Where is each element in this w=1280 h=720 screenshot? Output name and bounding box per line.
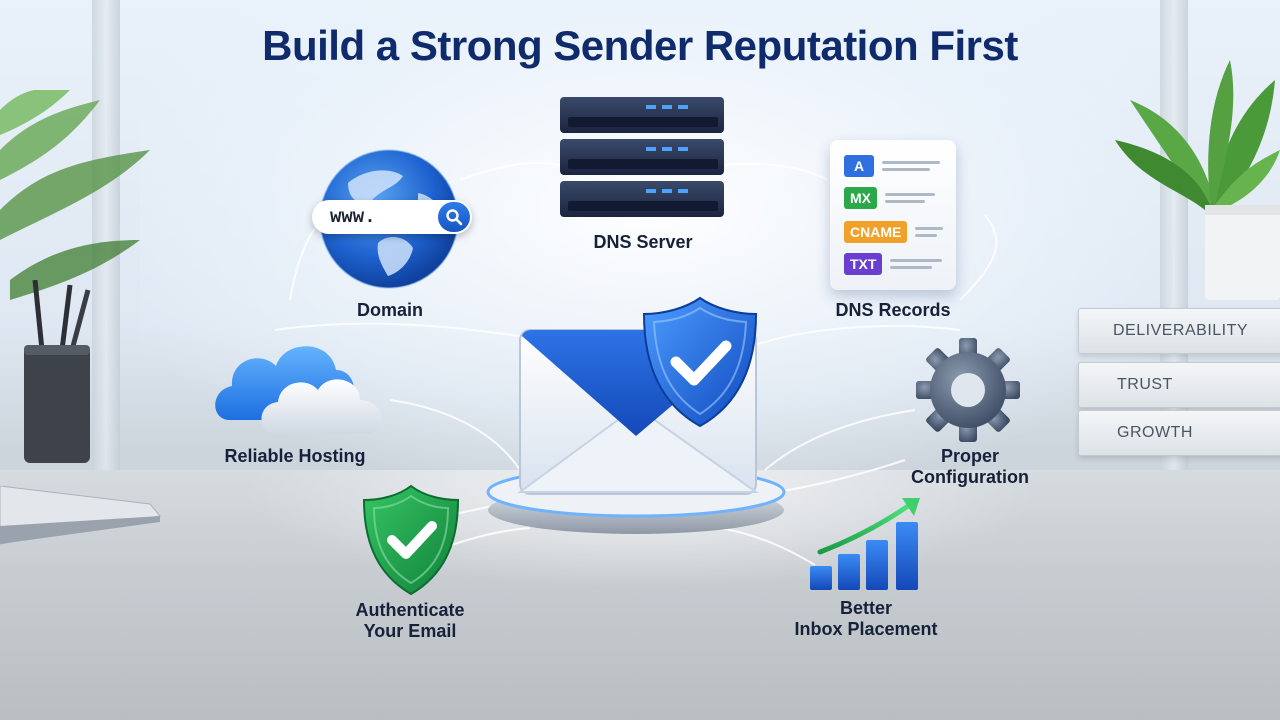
dns-record-txt: TXT <box>844 252 943 276</box>
dns-record-mx: MX <box>844 186 935 210</box>
gear-icon <box>916 338 1020 442</box>
page-title: Build a Strong Sender Reputation First <box>262 22 1018 69</box>
plant-right-icon <box>1115 60 1280 300</box>
laptop-icon <box>0 486 161 545</box>
proper-configuration-line1: Proper <box>940 446 1000 466</box>
inbox-placement-line2: Inbox Placement <box>794 619 938 639</box>
authenticate-line1: Authenticate <box>355 600 465 620</box>
reliable-hosting-label: Reliable Hosting <box>224 446 366 466</box>
dns-record-tag: MX <box>844 187 877 209</box>
dns-record-a: A <box>844 154 940 178</box>
window-pillar-left <box>92 0 120 470</box>
plant-left-icon <box>0 90 150 300</box>
proper-configuration-line2: Configuration <box>911 467 1029 487</box>
search-icon <box>438 202 470 232</box>
domain-search-bar: www. <box>312 200 472 234</box>
dns-record-tag: TXT <box>844 253 883 275</box>
green-shield-check-icon <box>362 484 460 596</box>
dns-record-cname: CNAME <box>844 220 944 244</box>
central-envelope-icon <box>486 296 786 534</box>
book-deliverability: DELIVERABILITY <box>1078 308 1280 354</box>
authenticate-email-label: Authenticate Your Email <box>330 600 490 642</box>
dns-record-tag: A <box>844 155 874 177</box>
inbox-placement-label: Better Inbox Placement <box>780 598 952 640</box>
dns-server-label: DNS Server <box>593 232 693 252</box>
book-growth: GROWTH <box>1078 410 1280 456</box>
domain-search-text: www. <box>330 206 376 228</box>
domain-label: Domain <box>356 300 423 320</box>
cloud-icon <box>215 346 382 434</box>
pen-holder-icon <box>24 280 91 463</box>
dns-record-tag: CNAME <box>844 221 908 243</box>
inbox-placement-line1: Better <box>839 598 892 618</box>
authenticate-line2: Your Email <box>363 621 457 641</box>
dns-records-label: DNS Records <box>835 300 951 320</box>
book-trust: TRUST <box>1078 362 1280 408</box>
dns-records-card: A MX CNAME TXT <box>830 140 956 290</box>
proper-configuration-label: Proper Configuration <box>890 446 1050 488</box>
growth-bars-icon <box>810 498 920 590</box>
server-rack-icon <box>560 97 724 217</box>
